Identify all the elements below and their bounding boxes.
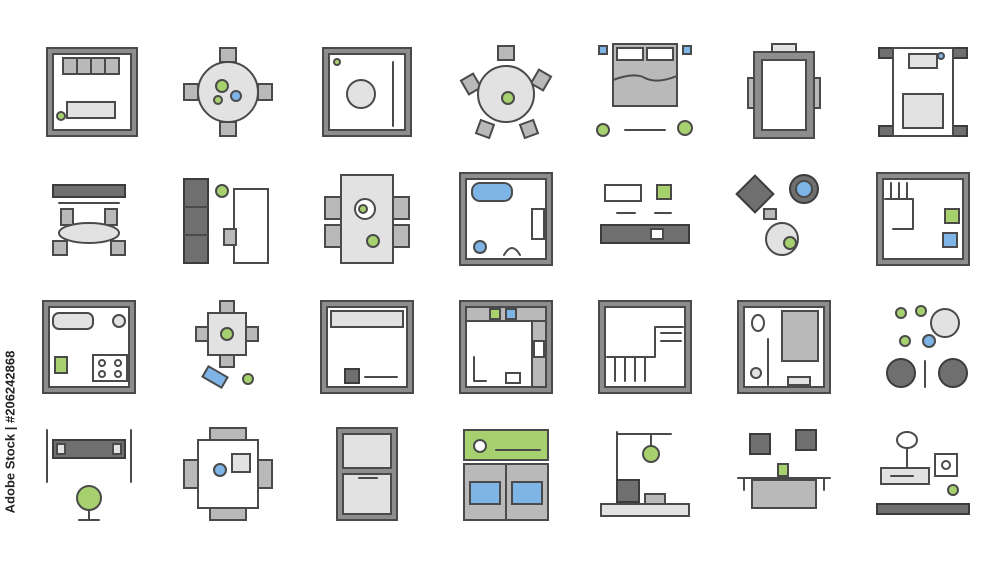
bathroom-with-stove-plan-icon: [42, 299, 137, 394]
sofa-desk-plan-icon: [183, 178, 270, 265]
bathtub-top-view-icon: [746, 42, 821, 139]
staircase-room-plan-icon: [875, 172, 970, 267]
cell: [575, 28, 714, 156]
cell: [298, 156, 437, 284]
cell: [853, 156, 992, 284]
cell: [714, 283, 853, 411]
cell: [437, 283, 576, 411]
cell: [437, 28, 576, 156]
cell: [714, 156, 853, 284]
room-with-round-rug-icon: [322, 46, 413, 137]
cell: [159, 283, 298, 411]
cell: [575, 411, 714, 539]
cell: [159, 411, 298, 539]
cell: [20, 283, 159, 411]
cell: [298, 283, 437, 411]
living-room-plan-icon: [46, 46, 139, 137]
reception-desk-icon: [875, 431, 970, 516]
refrigerator-icon: [336, 427, 399, 522]
armchairs-round-table-icon: [734, 174, 819, 257]
pots-and-plants-icon: [885, 304, 968, 388]
table-chairs-pot-icon: [183, 427, 274, 522]
kitchen-room-plan-icon: [458, 299, 553, 394]
rectangular-dining-table-icon: [324, 174, 411, 265]
stock-id-label: Adobe Stock | #206242868: [2, 350, 18, 514]
cell: [714, 411, 853, 539]
cell: [437, 411, 576, 539]
cell: [20, 411, 159, 539]
cell: [20, 28, 159, 156]
cell: [437, 156, 576, 284]
cell: [20, 156, 159, 284]
cell: [159, 28, 298, 156]
kitchen-stove-oven-icon: [462, 429, 549, 522]
round-table-four-chairs-icon: [183, 46, 274, 137]
cell: [298, 411, 437, 539]
square-table-chairs-icon: [195, 299, 260, 389]
double-bed-plan-icon: [595, 42, 693, 137]
tv-console-wall-frames-icon: [736, 429, 831, 510]
cell: [159, 156, 298, 284]
round-table-five-chairs-icon: [459, 44, 553, 140]
kitchen-counter-room-icon: [320, 299, 415, 394]
workbench-lamp-icon: [46, 429, 133, 522]
cell: [298, 28, 437, 156]
bathroom-shower-plan-icon: [736, 299, 831, 394]
stair-room-plan-icon: [597, 299, 692, 394]
icon-grid: [20, 28, 992, 538]
sofa-coffee-table-plan-icon: [877, 46, 968, 137]
bathroom-plan-icon: [458, 172, 553, 267]
floor-lamp-stand-icon: [599, 431, 690, 518]
cell: [575, 283, 714, 411]
cell: [853, 28, 992, 156]
cell: [714, 28, 853, 156]
cell: [853, 283, 992, 411]
dining-table-chairs-front-icon: [52, 184, 127, 257]
sink-counter-icon: [599, 184, 690, 245]
cell: [575, 156, 714, 284]
cell: [853, 411, 992, 539]
